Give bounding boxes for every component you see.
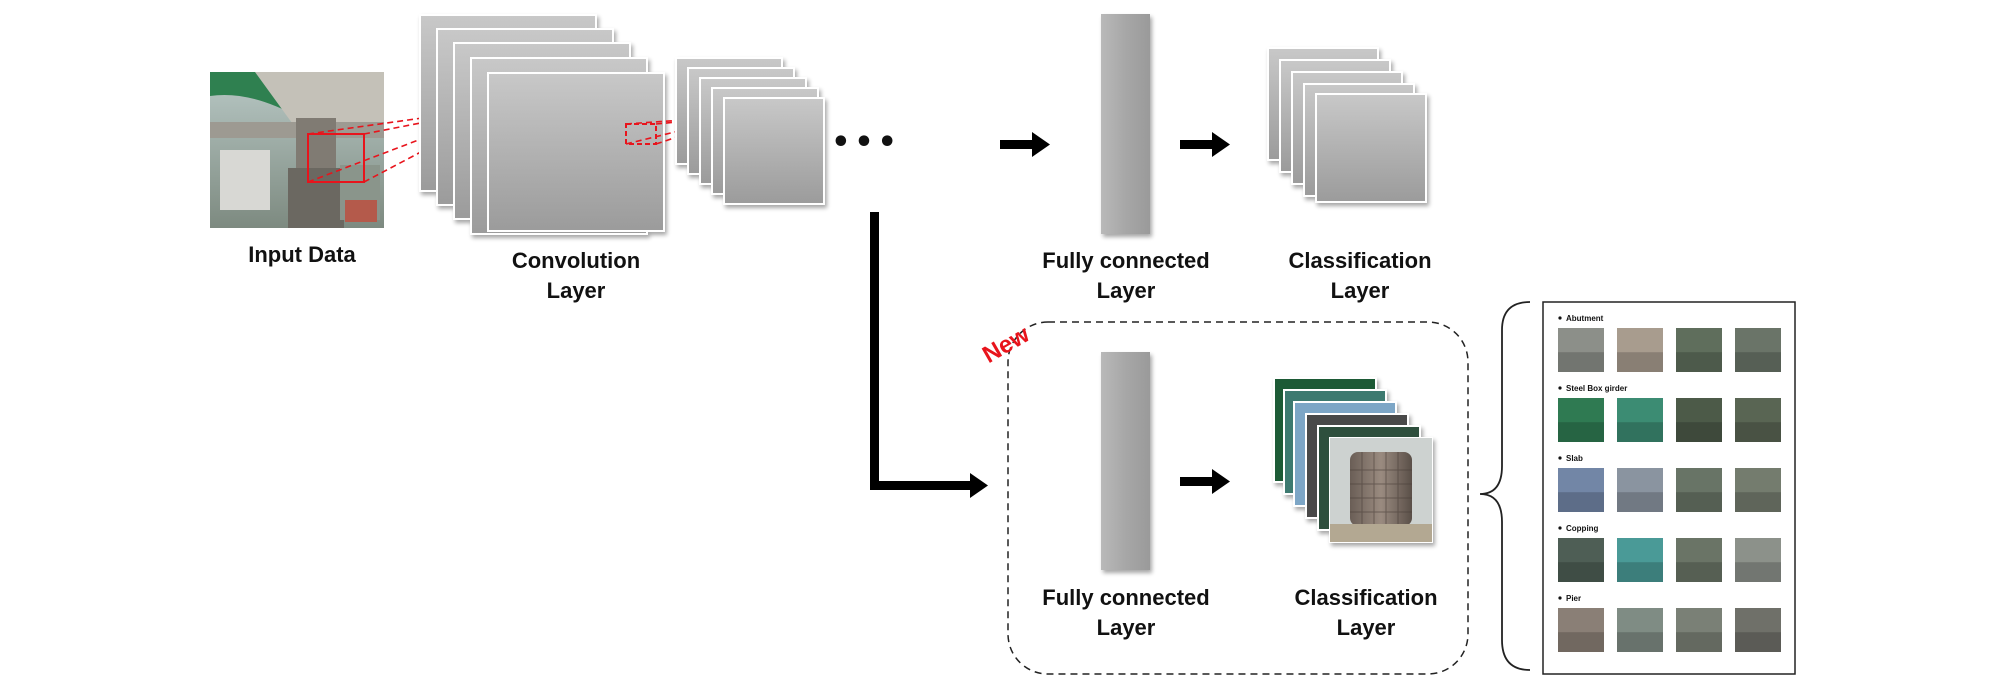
category-thumbnail xyxy=(1676,608,1722,652)
new-classification-label-line1: Classification xyxy=(1294,585,1437,610)
convolution-label-line1: Convolution xyxy=(512,248,640,273)
classification-maps xyxy=(1267,47,1427,203)
category-thumbnail-shade xyxy=(1735,492,1781,512)
category-thumbnail xyxy=(1558,328,1604,372)
pooled-feature-maps xyxy=(675,57,825,205)
category-thumbnail-shade xyxy=(1735,352,1781,372)
category-thumbnail-shade xyxy=(1735,422,1781,442)
category-thumbnail xyxy=(1617,398,1663,442)
category-thumbnail-shade xyxy=(1558,422,1604,442)
new-fc-label-line1: Fully connected xyxy=(1042,585,1209,610)
branch-arrow xyxy=(870,212,988,498)
new-tag: New xyxy=(978,321,1035,369)
pier-photo xyxy=(1330,438,1432,542)
category-thumbnail-shade xyxy=(1558,562,1604,582)
classification-label-line1: Classification xyxy=(1288,248,1431,273)
category-thumbnail-shade xyxy=(1617,562,1663,582)
category-thumbnail-shade xyxy=(1676,492,1722,512)
category-thumbnail xyxy=(1558,398,1604,442)
category-label: Copping xyxy=(1566,524,1599,533)
category-bullet xyxy=(1558,526,1562,530)
category-thumbnail-shade xyxy=(1617,632,1663,652)
new-classification-label-line2: Layer xyxy=(1337,615,1396,640)
category-bullet xyxy=(1558,596,1562,600)
category-thumbnail xyxy=(1735,468,1781,512)
fc-label-line1: Fully connected xyxy=(1042,248,1209,273)
category-thumbnail xyxy=(1676,538,1722,582)
category-label: Abutment xyxy=(1566,314,1604,323)
category-thumbnail-shade xyxy=(1676,562,1722,582)
curly-brace xyxy=(1479,301,1531,671)
category-thumbnail xyxy=(1617,608,1663,652)
category-bullet xyxy=(1558,386,1562,390)
category-thumbnail xyxy=(1676,398,1722,442)
convolution-label-line2: Layer xyxy=(547,278,606,303)
category-thumbnail-shade xyxy=(1676,422,1722,442)
category-thumbnail xyxy=(1558,538,1604,582)
ellipsis: ••• xyxy=(831,125,901,160)
category-thumbnail-shade xyxy=(1617,352,1663,372)
arrow-to-fc xyxy=(1000,132,1050,157)
category-bullet xyxy=(1558,456,1562,460)
new-arrow-to-classification xyxy=(1180,469,1230,494)
category-thumbnail xyxy=(1558,468,1604,512)
fc-label-line2: Layer xyxy=(1097,278,1156,303)
input-image xyxy=(210,72,384,228)
category-thumbnail xyxy=(1676,328,1722,372)
category-bullet xyxy=(1558,316,1562,320)
category-thumbnail xyxy=(1735,398,1781,442)
category-thumbnail-shade xyxy=(1617,492,1663,512)
new-fc-label-line2: Layer xyxy=(1097,615,1156,640)
category-thumbnail-shade xyxy=(1558,632,1604,652)
receptive-field-box xyxy=(307,133,365,183)
conv-receptive-field-box xyxy=(625,123,657,145)
category-thumbnail-shade xyxy=(1735,632,1781,652)
category-thumbnail xyxy=(1676,468,1722,512)
arrow-to-classification xyxy=(1180,132,1230,157)
convolution-feature-maps xyxy=(419,14,665,235)
category-thumbnail xyxy=(1558,608,1604,652)
category-thumbnail xyxy=(1735,608,1781,652)
category-thumbnail-shade xyxy=(1617,422,1663,442)
category-label: Slab xyxy=(1566,454,1583,463)
category-thumbnail-shade xyxy=(1735,562,1781,582)
category-thumbnail xyxy=(1617,328,1663,372)
new-transfer-box xyxy=(1007,321,1469,675)
category-thumbnail xyxy=(1617,468,1663,512)
category-thumbnail xyxy=(1735,538,1781,582)
category-thumbnail-shade xyxy=(1676,632,1722,652)
input-data-label: Input Data xyxy=(248,242,356,267)
category-thumbnail-shade xyxy=(1558,352,1604,372)
category-thumbnail-shade xyxy=(1676,352,1722,372)
category-label: Pier xyxy=(1566,594,1581,603)
new-fully-connected-bar xyxy=(1101,352,1150,570)
fully-connected-bar xyxy=(1101,14,1150,234)
category-thumbnail-shade xyxy=(1558,492,1604,512)
category-thumbnail xyxy=(1617,538,1663,582)
category-label: Steel Box girder xyxy=(1566,384,1627,393)
category-thumbnail xyxy=(1735,328,1781,372)
classification-label-line2: Layer xyxy=(1331,278,1390,303)
